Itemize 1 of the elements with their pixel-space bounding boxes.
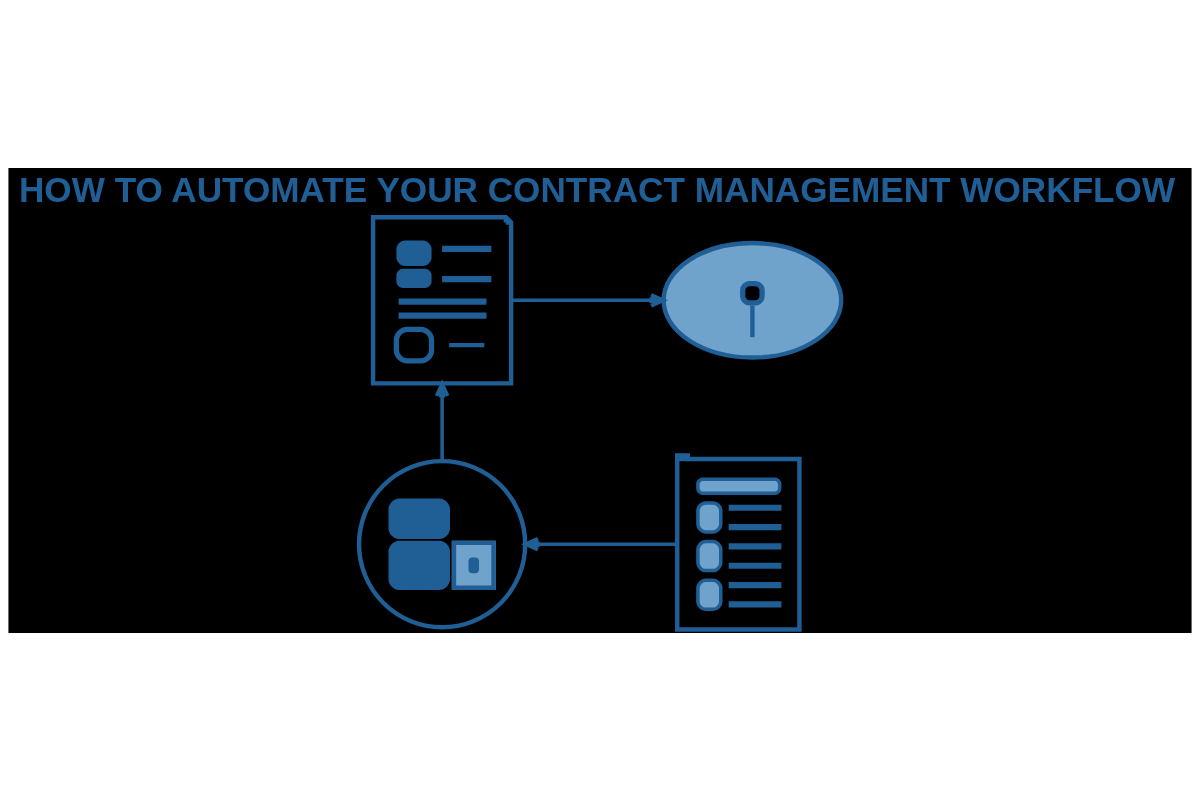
diagram-title: HOW TO AUTOMATE YOUR CONTRACT MANAGEMENT WORKFLOW	[18, 169, 1176, 209]
